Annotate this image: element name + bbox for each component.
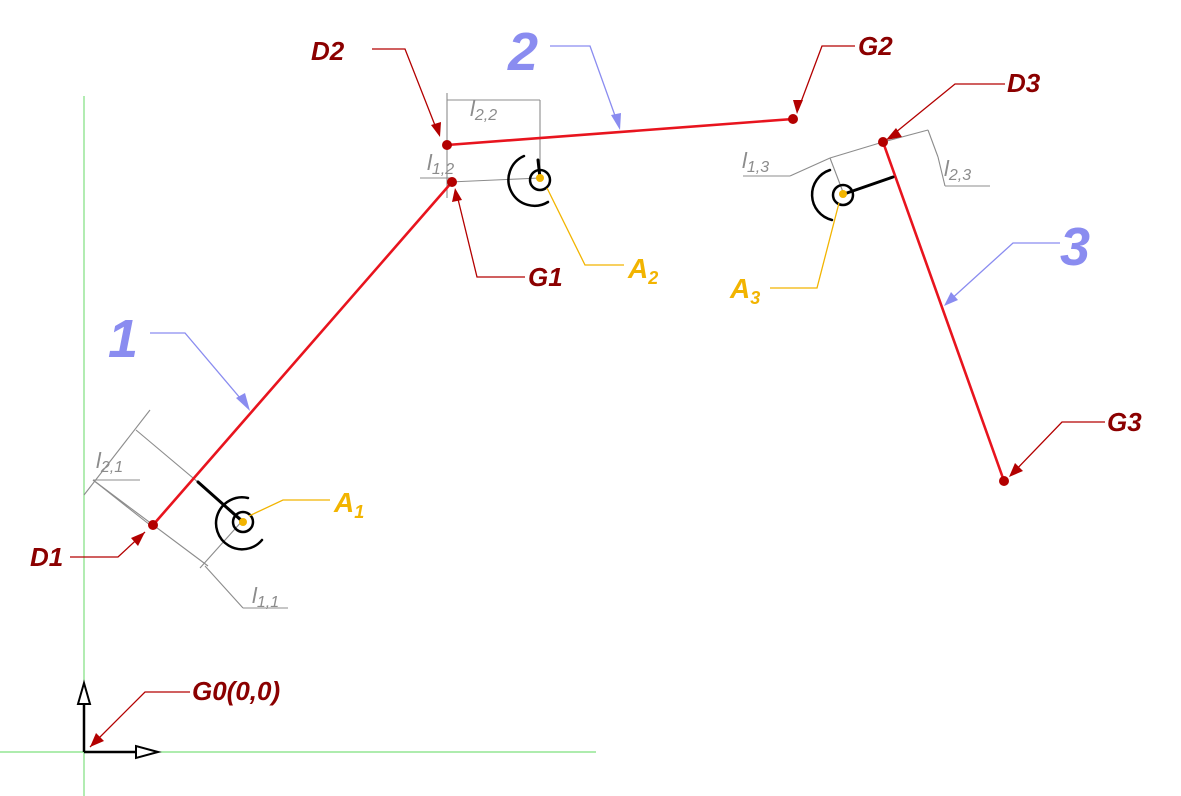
joint-g3 xyxy=(999,476,1009,486)
link-1-bar xyxy=(151,180,454,527)
blue-leaders xyxy=(150,45,1060,406)
links xyxy=(151,117,1006,527)
origin-frame xyxy=(76,679,162,760)
label-g0: G0(0,0) xyxy=(192,676,280,706)
label-a3: A3 xyxy=(729,273,760,308)
label-l21: l2,1 xyxy=(96,448,123,476)
label-l13: l1,3 xyxy=(742,148,769,176)
joint-d3 xyxy=(878,137,888,147)
link-3-bar xyxy=(881,140,1006,483)
joint-d2 xyxy=(442,140,452,150)
label-link-1: 1 xyxy=(108,309,138,369)
link-2-bar xyxy=(445,117,795,147)
joints xyxy=(148,114,1009,530)
label-d2: D2 xyxy=(311,36,345,66)
label-g2: G2 xyxy=(858,31,893,61)
x-arrow-icon xyxy=(135,744,162,760)
label-l23: l2,3 xyxy=(944,156,971,184)
joint-g2 xyxy=(788,114,798,124)
joint-d1 xyxy=(148,520,158,530)
label-g1: G1 xyxy=(528,262,563,292)
joint-g1 xyxy=(447,177,457,187)
label-l22: l2,2 xyxy=(470,96,497,124)
red-leader-arrows xyxy=(90,100,1023,747)
label-g3: G3 xyxy=(1107,407,1142,437)
green-axes xyxy=(0,96,596,796)
y-arrow-icon xyxy=(76,679,92,705)
label-l11: l1,1 xyxy=(252,583,279,611)
blue-leader-arrows xyxy=(236,113,958,411)
label-l12: l1,2 xyxy=(427,150,454,178)
label-a1: A1 xyxy=(333,487,364,522)
yellow-leaders xyxy=(248,187,840,517)
label-a2: A2 xyxy=(627,253,658,288)
pivot-centers xyxy=(239,174,847,526)
red-leaders xyxy=(70,45,1105,748)
label-link-3: 3 xyxy=(1060,217,1090,277)
label-d3: D3 xyxy=(1007,68,1041,98)
pivots xyxy=(196,154,895,551)
label-d1: D1 xyxy=(30,542,63,572)
label-link-2: 2 xyxy=(507,22,538,82)
